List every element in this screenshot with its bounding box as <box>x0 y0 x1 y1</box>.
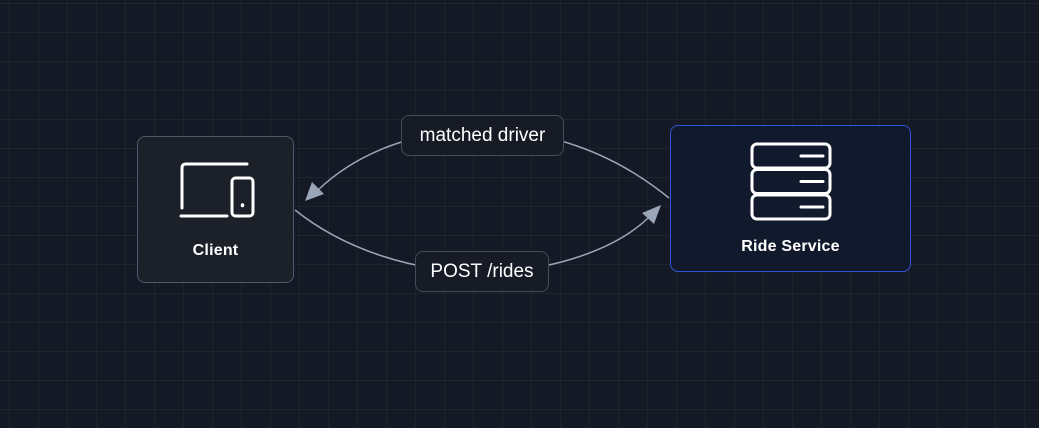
edge-matched-driver-arrowhead <box>305 182 324 201</box>
server-icon <box>750 142 831 220</box>
edge-label-post-rides: POST /rides <box>415 251 549 292</box>
client-node[interactable]: Client <box>137 136 294 283</box>
ride-service-label: Ride Service <box>741 237 840 255</box>
edge-label-matched-driver: matched driver <box>401 115 564 156</box>
client-label: Client <box>192 241 239 259</box>
edge-post-rides-arrowhead <box>642 205 661 224</box>
ride-service-node[interactable]: Ride Service <box>670 125 911 272</box>
devices-icon <box>179 162 254 217</box>
